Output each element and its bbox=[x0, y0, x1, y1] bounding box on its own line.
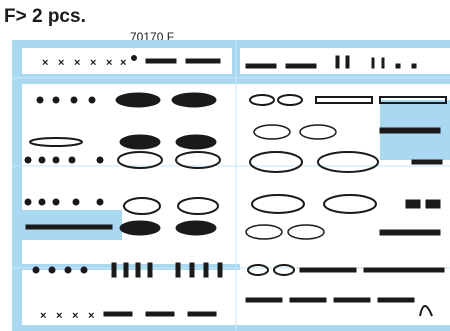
svg-text:×: × bbox=[90, 57, 96, 69]
svg-text:×: × bbox=[74, 57, 80, 69]
svg-text:×: × bbox=[106, 57, 112, 69]
svg-text:×: × bbox=[56, 310, 62, 322]
svg-text:×: × bbox=[72, 310, 78, 322]
svg-text:×: × bbox=[58, 57, 64, 69]
svg-text:×: × bbox=[42, 57, 48, 69]
svg-text:×: × bbox=[120, 57, 126, 69]
pieces-label: F> 2 pcs. bbox=[4, 6, 86, 27]
svg-text:×: × bbox=[40, 310, 46, 322]
row1-marks: × × × × × × bbox=[42, 57, 126, 69]
panel-top-right bbox=[240, 48, 450, 74]
svg-text:×: × bbox=[88, 310, 94, 322]
